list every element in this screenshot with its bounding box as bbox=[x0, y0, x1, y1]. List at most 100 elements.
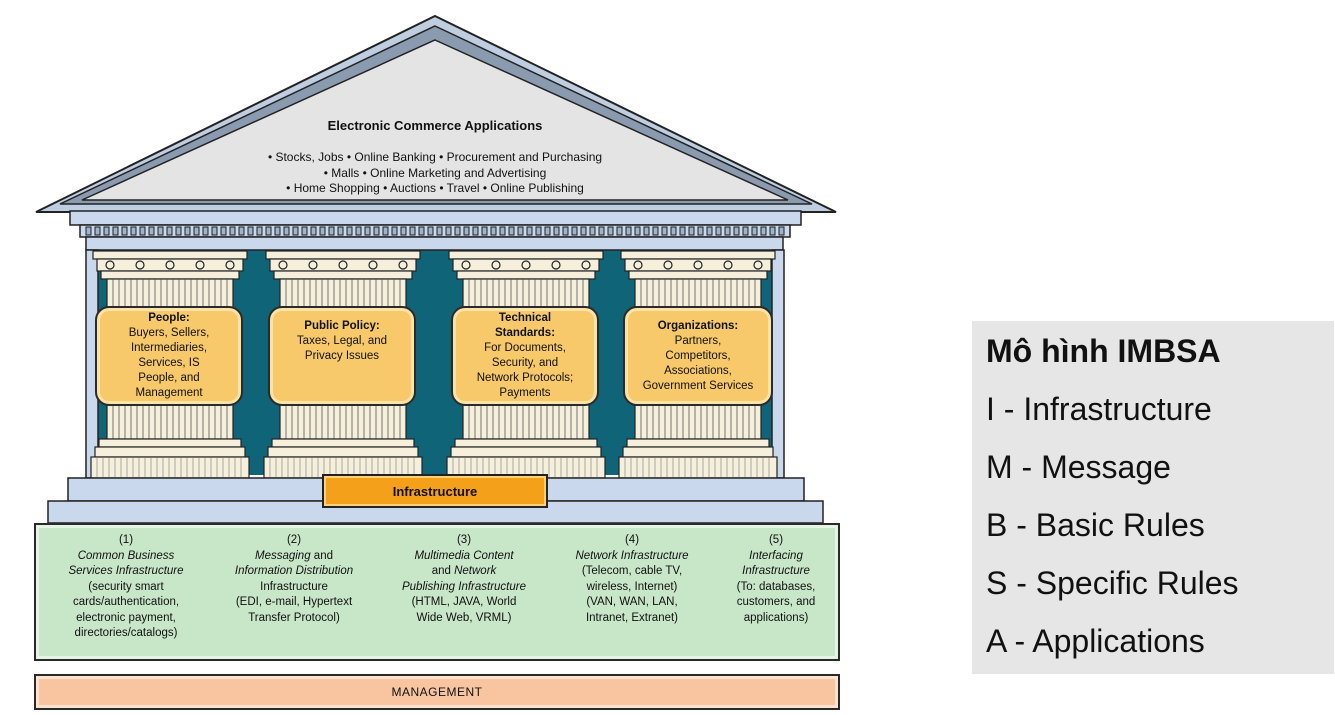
item-name: Multimedia Content bbox=[414, 549, 514, 562]
dentil bbox=[427, 226, 434, 236]
dentil bbox=[679, 226, 686, 236]
dentil bbox=[103, 226, 110, 236]
dentil bbox=[688, 226, 695, 236]
pillar-people-line: Buyers, Sellers, bbox=[128, 327, 210, 339]
pillar-organizations-line: Government Services bbox=[642, 379, 754, 392]
item-detail: customers, and bbox=[736, 596, 816, 608]
legend-item-applications: A - Applications bbox=[986, 623, 1205, 659]
dentil bbox=[733, 226, 740, 236]
column-volute bbox=[368, 260, 378, 270]
dentil bbox=[472, 226, 479, 236]
dentil bbox=[571, 226, 578, 236]
column-base bbox=[267, 446, 419, 458]
roof-line-1: • Stocks, Jobs • Online Banking • Procur… bbox=[268, 150, 602, 164]
dentil bbox=[202, 226, 209, 236]
column-base bbox=[94, 446, 246, 458]
dentil bbox=[364, 226, 371, 236]
column-volute bbox=[165, 260, 175, 270]
dentil bbox=[292, 226, 299, 236]
dentil bbox=[319, 226, 326, 236]
pillar-organizations-line: Competitors, bbox=[665, 349, 731, 362]
item-number: (4) bbox=[624, 534, 640, 546]
dentil bbox=[85, 226, 92, 236]
legend-item-specific-rules: S - Specific Rules bbox=[986, 565, 1239, 601]
dentil bbox=[193, 226, 200, 236]
column-volute bbox=[105, 260, 115, 270]
pillar-technical-standards-title: Standards: bbox=[494, 327, 556, 339]
column-base bbox=[450, 446, 602, 458]
dentil bbox=[697, 226, 704, 236]
dentil bbox=[562, 226, 569, 236]
dentil bbox=[634, 226, 641, 236]
dentils bbox=[85, 226, 785, 236]
item-number: (5) bbox=[768, 534, 784, 546]
entablature-bottom bbox=[85, 236, 784, 251]
pillar-people-line: Services, IS bbox=[138, 357, 200, 369]
dentil bbox=[184, 226, 191, 236]
column-necking bbox=[100, 270, 240, 280]
legend-item-message: M - Message bbox=[986, 449, 1171, 485]
dentil bbox=[418, 226, 425, 236]
item-name: Information Distribution bbox=[234, 565, 354, 577]
infrastructure-item-5: (5) Interfacing Infrastructure (To: data… bbox=[716, 533, 836, 626]
dentil bbox=[625, 226, 632, 236]
dentil bbox=[175, 226, 182, 236]
dentil bbox=[130, 226, 137, 236]
dentil bbox=[481, 226, 488, 236]
legend-item-infrastructure: I - Infrastructure bbox=[986, 391, 1212, 427]
dentil bbox=[409, 226, 416, 236]
dentil bbox=[760, 226, 767, 236]
column-volute bbox=[278, 260, 288, 270]
column-capital-top bbox=[448, 250, 604, 260]
item-name: Messaging and bbox=[254, 549, 333, 562]
dentil bbox=[301, 226, 308, 236]
pillar-public-policy-line: Privacy Issues bbox=[304, 350, 380, 362]
item-detail: (Telecom, cable TV, bbox=[581, 565, 683, 577]
dentil bbox=[94, 226, 101, 236]
infrastructure-label: Infrastructure bbox=[322, 474, 548, 508]
dentil bbox=[121, 226, 128, 236]
infrastructure-item-4: (4) Network Infrastructure (Telecom, cab… bbox=[552, 533, 712, 626]
pillar-technical-standards-title: Technical bbox=[498, 312, 552, 324]
dentil bbox=[652, 226, 659, 236]
pillar-organizations-title: Organizations: bbox=[657, 319, 739, 332]
item-detail: wireless, Internet) bbox=[586, 580, 678, 593]
dentil bbox=[661, 226, 668, 236]
item-detail: directories/catalogs) bbox=[74, 627, 178, 639]
column-necking bbox=[628, 270, 768, 280]
dentil bbox=[715, 226, 722, 236]
dentil bbox=[220, 226, 227, 236]
item-detail: (EDI, e-mail, Hypertext bbox=[235, 596, 353, 608]
dentil bbox=[238, 226, 245, 236]
item-number: (2) bbox=[286, 534, 302, 546]
column-base-ring bbox=[626, 438, 770, 448]
pillar-people-line: Management bbox=[135, 387, 203, 399]
infrastructure-item-3: (3) Multimedia Content and Network Publi… bbox=[384, 533, 544, 626]
dentil bbox=[670, 226, 677, 236]
dentil bbox=[283, 226, 290, 236]
dentil bbox=[724, 226, 731, 236]
pillar-public-policy-line: Taxes, Legal, and bbox=[296, 335, 388, 347]
dentil bbox=[508, 226, 515, 236]
infrastructure-band bbox=[34, 523, 840, 661]
dentil bbox=[391, 226, 398, 236]
item-detail: Intranet, Extranet) bbox=[585, 611, 679, 624]
dentil bbox=[544, 226, 551, 236]
column-volute bbox=[723, 260, 733, 270]
dentil bbox=[337, 226, 344, 236]
dentil bbox=[247, 226, 254, 236]
legend-item-basic-rules: B - Basic Rules bbox=[986, 507, 1205, 543]
column-volute bbox=[398, 260, 408, 270]
column-volute bbox=[135, 260, 145, 270]
dentil bbox=[256, 226, 263, 236]
infrastructure-item-1: (1) Common Business Services Infrastruct… bbox=[48, 533, 204, 642]
item-detail: applications) bbox=[743, 611, 809, 624]
dentil bbox=[346, 226, 353, 236]
dentil bbox=[139, 226, 146, 236]
dentil bbox=[607, 226, 614, 236]
dentil bbox=[436, 226, 443, 236]
dentil bbox=[706, 226, 713, 236]
dentil bbox=[166, 226, 173, 236]
item-detail: Infrastructure bbox=[260, 580, 328, 593]
column-volute bbox=[491, 260, 501, 270]
